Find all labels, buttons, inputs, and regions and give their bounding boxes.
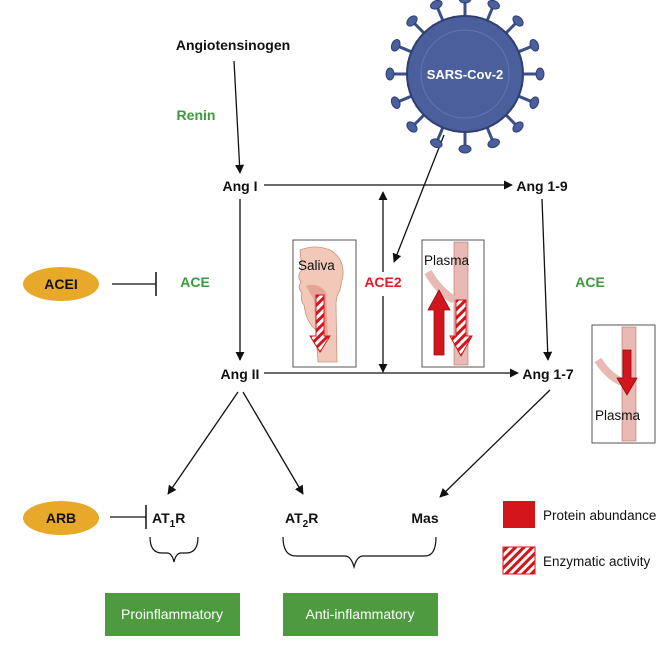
virus-spike-head — [458, 0, 472, 4]
arrow-ang-1-7-to-mas — [439, 389, 551, 498]
at2r-suffix: R — [308, 510, 318, 526]
virus-body — [406, 15, 524, 133]
node-ang-i: Ang I — [223, 178, 258, 194]
virus-spike-head — [430, 0, 443, 10]
brace-anti-inflammatory — [282, 536, 437, 570]
node-ang-ii: Ang II — [221, 366, 260, 382]
arrow-ang-ii-to-at2r — [242, 391, 304, 495]
enzyme-ace-left: ACE — [180, 274, 210, 290]
at2r-subscript: 2 — [303, 519, 309, 530]
legend-enzymatic-label: Enzymatic activity — [543, 554, 651, 569]
virus-spike-head — [390, 39, 401, 52]
legend-protein-label: Protein abundance — [543, 508, 656, 523]
plasma-center-vessel-branch — [424, 269, 457, 304]
plasma-right-protein-down-arrow — [616, 349, 638, 396]
plasma-center-panel: Plasma — [421, 239, 485, 368]
proinflammatory-box — [105, 593, 240, 636]
arb-inhibitor: ARB — [23, 501, 147, 535]
brace-proinflammatory — [149, 536, 199, 563]
anti-inflammatory-box — [283, 593, 438, 636]
at1r-prefix: AT — [152, 510, 170, 526]
arrow-ang-ii-to-at1r — [167, 391, 239, 495]
virus-spike-head — [406, 121, 418, 133]
saliva-label: Saliva — [298, 258, 335, 273]
at1r-subscript: 1 — [170, 519, 176, 530]
enzyme-ace-right: ACE — [575, 274, 605, 290]
virus-spike-head — [512, 15, 524, 27]
plasma-center-protein-up-arrow — [427, 289, 451, 356]
virus-spike-head — [385, 67, 395, 81]
virus-spike-head — [512, 121, 524, 133]
enzyme-ace2: ACE2 — [364, 274, 402, 290]
virus-spike-head — [529, 96, 540, 109]
enzyme-renin: Renin — [177, 107, 216, 123]
node-at2r: AT2R — [285, 510, 318, 530]
virus-icon: SARS-Cov-2 — [385, 0, 545, 154]
node-angiotensinogen: Angiotensinogen — [176, 37, 290, 53]
virus-label: SARS-Cov-2 — [427, 67, 504, 82]
virus-spike-head — [535, 67, 545, 81]
arb-label: ARB — [46, 510, 76, 526]
proinflammatory-label: Proinflammatory — [121, 606, 223, 622]
arrow-ang-1-9-to-ang-1-7 — [541, 198, 553, 361]
node-mas: Mas — [411, 510, 438, 526]
anti-inflammatory-label: Anti-inflammatory — [306, 606, 415, 622]
arb-pill — [23, 501, 99, 535]
at1r-suffix: R — [175, 510, 185, 526]
virus-inner-ring — [420, 29, 510, 119]
acei-label: ACEI — [44, 276, 77, 292]
virus-spike-head — [430, 138, 443, 149]
virus-spike-head — [529, 39, 540, 52]
arrow-angiotensinogen-to-ang-i — [233, 60, 245, 174]
acei-inhibitor: ACEI — [23, 267, 157, 301]
plasma-right-label: Plasma — [595, 408, 641, 423]
legend-enzymatic-swatch — [502, 546, 536, 575]
virus-spike-head — [487, 138, 500, 149]
arrow-virus-to-ace2 — [392, 134, 445, 263]
saliva-enzymatic-down-arrow — [309, 294, 331, 353]
saliva-panel: Saliva — [292, 239, 357, 368]
at2r-prefix: AT — [285, 510, 303, 526]
plasma-right-panel: Plasma — [591, 324, 656, 444]
virus-spikes — [385, 0, 545, 154]
node-ang-1-9: Ang 1-9 — [516, 178, 568, 194]
virus-spike-head — [458, 144, 472, 154]
legend-protein-swatch — [503, 501, 535, 528]
virus-spike-head — [390, 96, 401, 109]
acei-pill — [23, 267, 99, 301]
plasma-center-label: Plasma — [424, 253, 470, 268]
plasma-center-enzymatic-down-arrow — [449, 299, 473, 358]
virus-spike-head — [406, 15, 418, 27]
node-ang-1-7: Ang 1-7 — [522, 366, 574, 382]
node-at1r: AT1R — [152, 510, 185, 530]
virus-spike-head — [487, 0, 500, 10]
